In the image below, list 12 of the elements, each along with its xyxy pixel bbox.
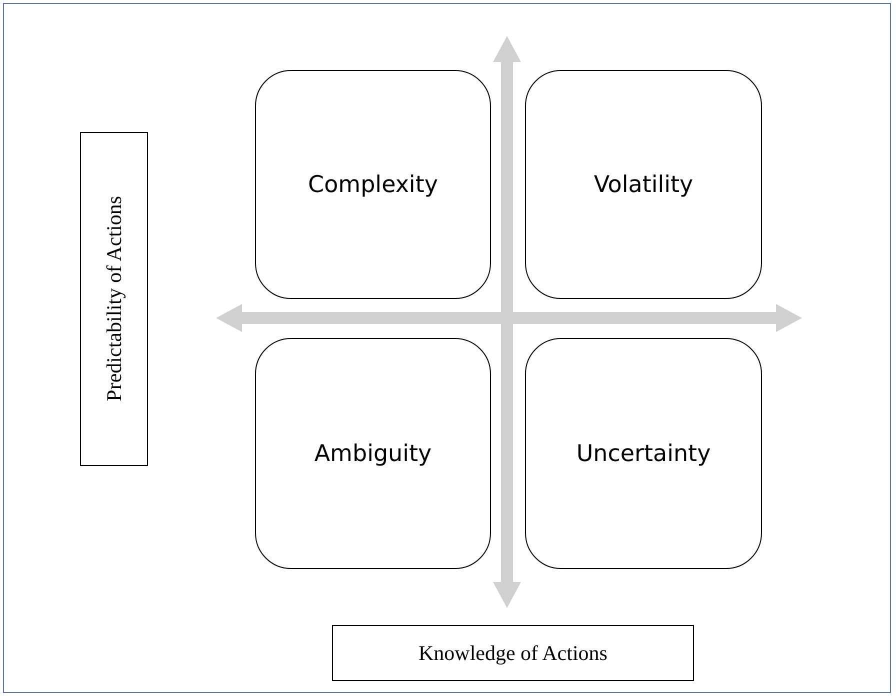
- node-label: Complexity: [308, 172, 438, 198]
- node-label: Predictability of Actions: [102, 196, 126, 402]
- quadrant-box: [255, 70, 491, 299]
- node-label: Ambiguity: [314, 440, 432, 466]
- node-label: Knowledge of Actions: [418, 640, 608, 666]
- axis-label-box: [332, 625, 694, 681]
- node-label: Uncertainty: [576, 440, 711, 466]
- quadrant-box: [255, 338, 491, 569]
- quadrant-box: [525, 338, 762, 569]
- axis-label-box: [80, 132, 148, 466]
- quadrant-box: [525, 70, 762, 299]
- node-label: Volatility: [594, 172, 694, 198]
